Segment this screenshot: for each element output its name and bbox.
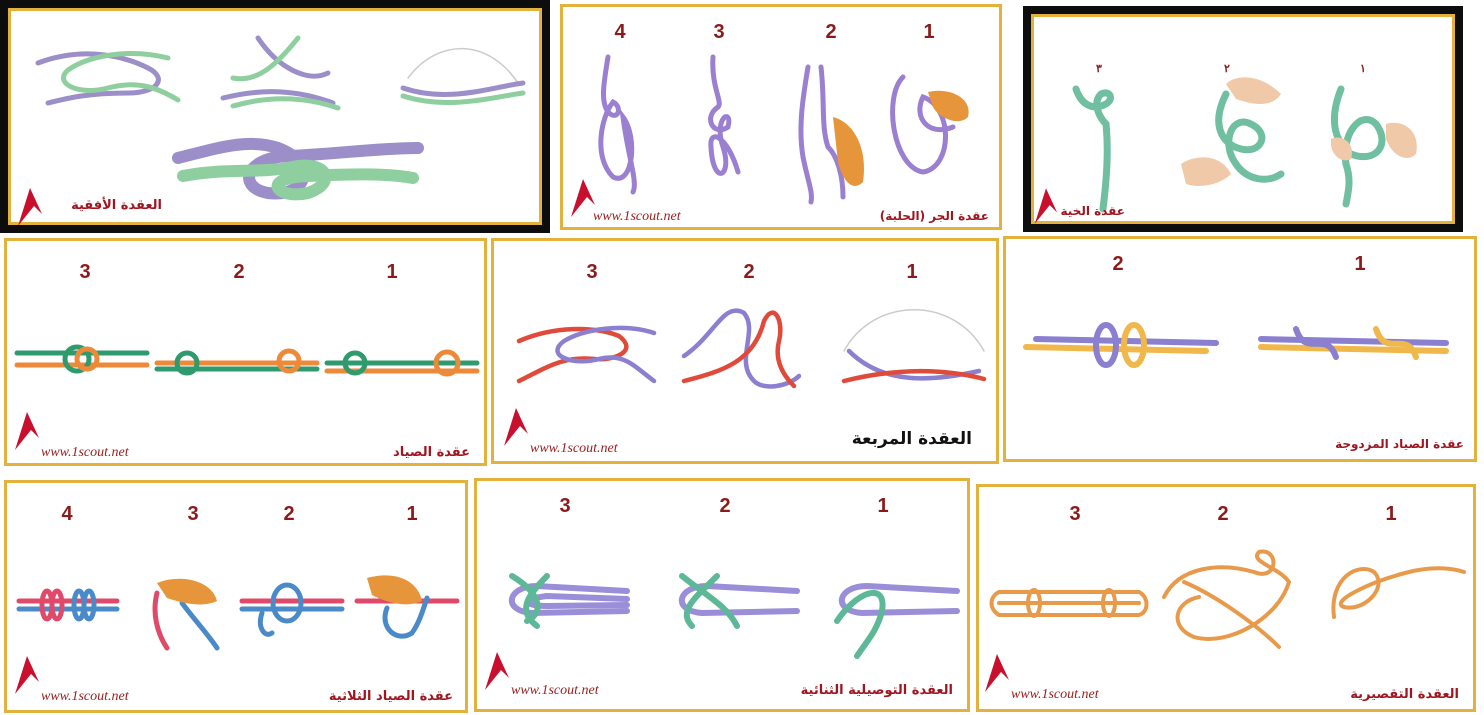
knot-illustration xyxy=(477,481,970,712)
scout-logo xyxy=(1033,186,1059,226)
panel-title: العقدة التوصيلية الثنائية xyxy=(801,683,953,698)
panel-bowline-knot: 4 3 2 1 www.1scout.net عقدة الجر (الحلبة… xyxy=(560,4,1002,230)
panel-title: العقدة الأفقية xyxy=(71,198,162,213)
panel-title: عقدة الصياد xyxy=(393,445,470,460)
site-url: www.1scout.net xyxy=(41,445,129,461)
panel-double-connecting-knot: 3 2 1 www.1scout.net العقدة التوصيلية ال… xyxy=(474,478,970,712)
panel-square-knot: 3 2 1 www.1scout.net العقدة المربعة xyxy=(491,238,999,464)
scout-logo xyxy=(13,409,41,453)
panel-horizontal-knot: العقدة الأفقية xyxy=(0,0,550,233)
scout-logo xyxy=(483,649,511,693)
panel-double-fisherman-knot: 2 1 عقدة الصياد المزدوجة xyxy=(1003,236,1477,462)
knot-illustration xyxy=(7,483,468,713)
site-url: www.1scout.net xyxy=(593,209,681,225)
panel-triple-fisherman-knot: 4 3 2 1 www.1scout.net عقدة الصياد الثلا… xyxy=(4,480,468,713)
panel-noose-knot: ٣ ٢ ١ عقدة الخية xyxy=(1023,6,1463,232)
knot-illustration xyxy=(1031,14,1463,232)
panel-title: العقدة المربعة xyxy=(852,429,972,449)
knot-illustration xyxy=(979,487,1476,712)
scout-logo xyxy=(13,653,41,697)
panel-title: عقدة الصياد الثلاثية xyxy=(329,689,453,704)
panel-title: عقدة الجر (الحلبة) xyxy=(880,209,989,223)
panel-title: العقدة التقصيرية xyxy=(1350,687,1459,702)
site-url: www.1scout.net xyxy=(530,441,618,457)
scout-logo xyxy=(502,405,530,449)
knot-illustration xyxy=(7,241,487,466)
scout-logo xyxy=(16,186,44,228)
panel-title: عقدة الصياد المزدوجة xyxy=(1335,437,1464,451)
panel-shortening-knot: 3 2 1 www.1scout.net العقدة التقصيرية xyxy=(976,484,1476,712)
knot-illustration xyxy=(563,7,1002,230)
site-url: www.1scout.net xyxy=(511,683,599,699)
site-url: www.1scout.net xyxy=(1011,687,1099,703)
panel-fisherman-knot: 3 2 1 www.1scout.net عقدة الصياد xyxy=(4,238,487,466)
site-url: www.1scout.net xyxy=(41,689,129,705)
knot-illustration xyxy=(1006,239,1477,462)
panel-title: عقدة الخية xyxy=(1061,204,1125,218)
scout-logo xyxy=(983,651,1011,695)
